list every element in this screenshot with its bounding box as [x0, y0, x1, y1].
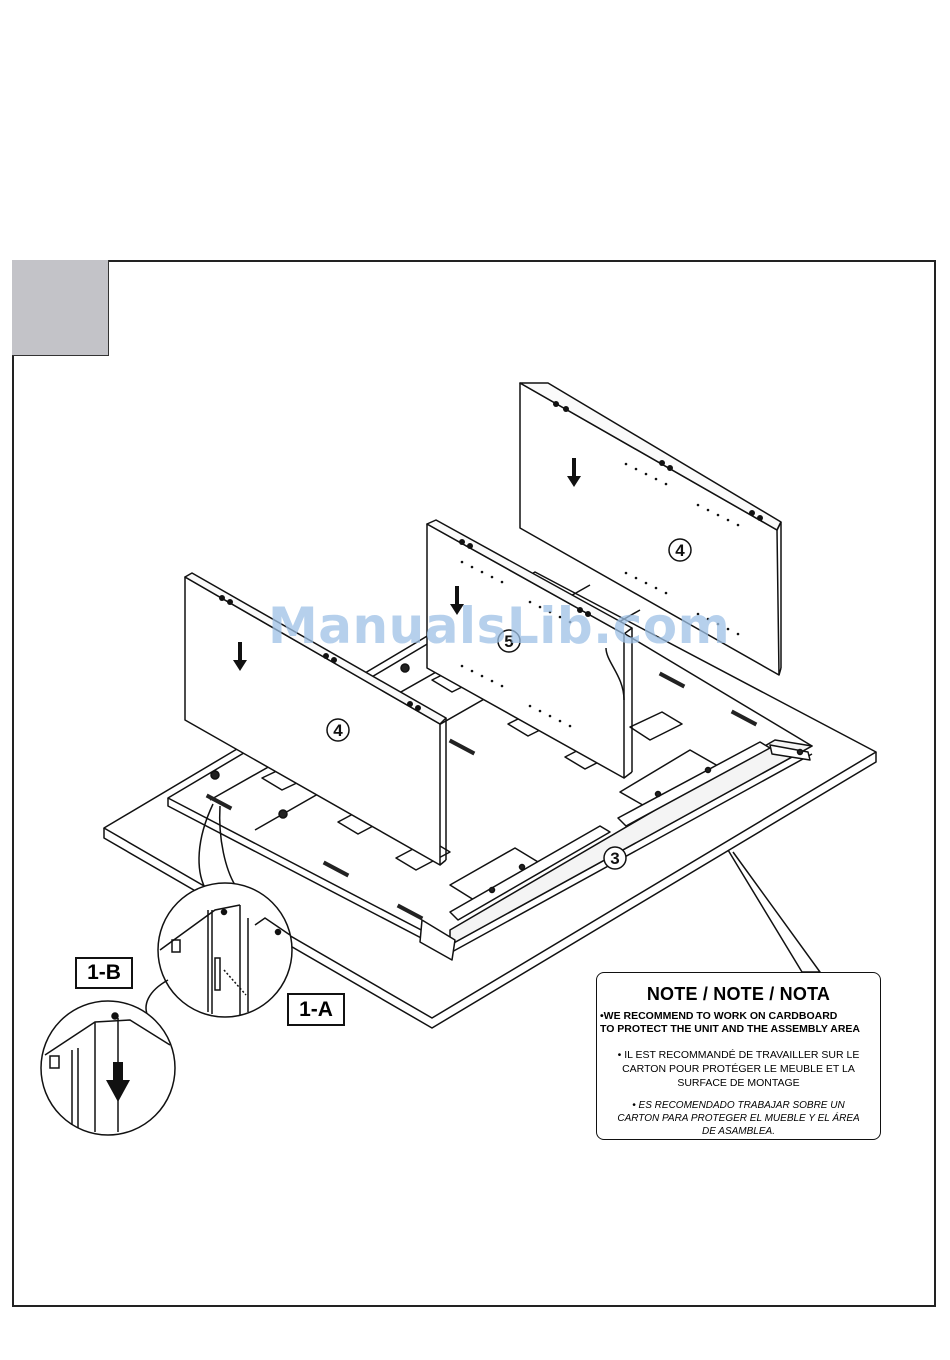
- part-number-divider: 5: [504, 632, 513, 651]
- step-number-box: [12, 260, 109, 356]
- note-box: NOTE / NOTE / NOTA •WE RECOMMEND TO WORK…: [596, 972, 881, 1140]
- note-english: •WE RECOMMEND TO WORK ON CARDBOARD TO PR…: [600, 1010, 860, 1035]
- page-frame: [12, 260, 936, 1307]
- arrow-down-icon: [106, 1062, 130, 1102]
- note-french: • IL EST RECOMMANDÉ DE TRAVAILLER SUR LE…: [617, 1049, 860, 1089]
- arrow-down-icon: [233, 642, 247, 671]
- part-number-front-panel: 4: [333, 721, 343, 740]
- detail-circle-1a: [157, 882, 293, 1018]
- detail-label-1b: 1-B: [75, 957, 133, 989]
- detail-circle-1b: [40, 1000, 176, 1136]
- note-spanish: • ES RECOMENDADO TRABAJAR SOBRE UN CARTO…: [617, 1100, 860, 1137]
- arrow-down-icon: [450, 586, 464, 615]
- detail-label-1a: 1-A: [287, 993, 345, 1026]
- note-title: NOTE / NOTE / NOTA: [646, 984, 831, 1004]
- part-number-back-panel: 4: [675, 541, 685, 560]
- arrow-down-icon: [567, 458, 581, 487]
- watermark: ManualsLib.com: [268, 597, 731, 655]
- part-number-base: 3: [610, 849, 619, 868]
